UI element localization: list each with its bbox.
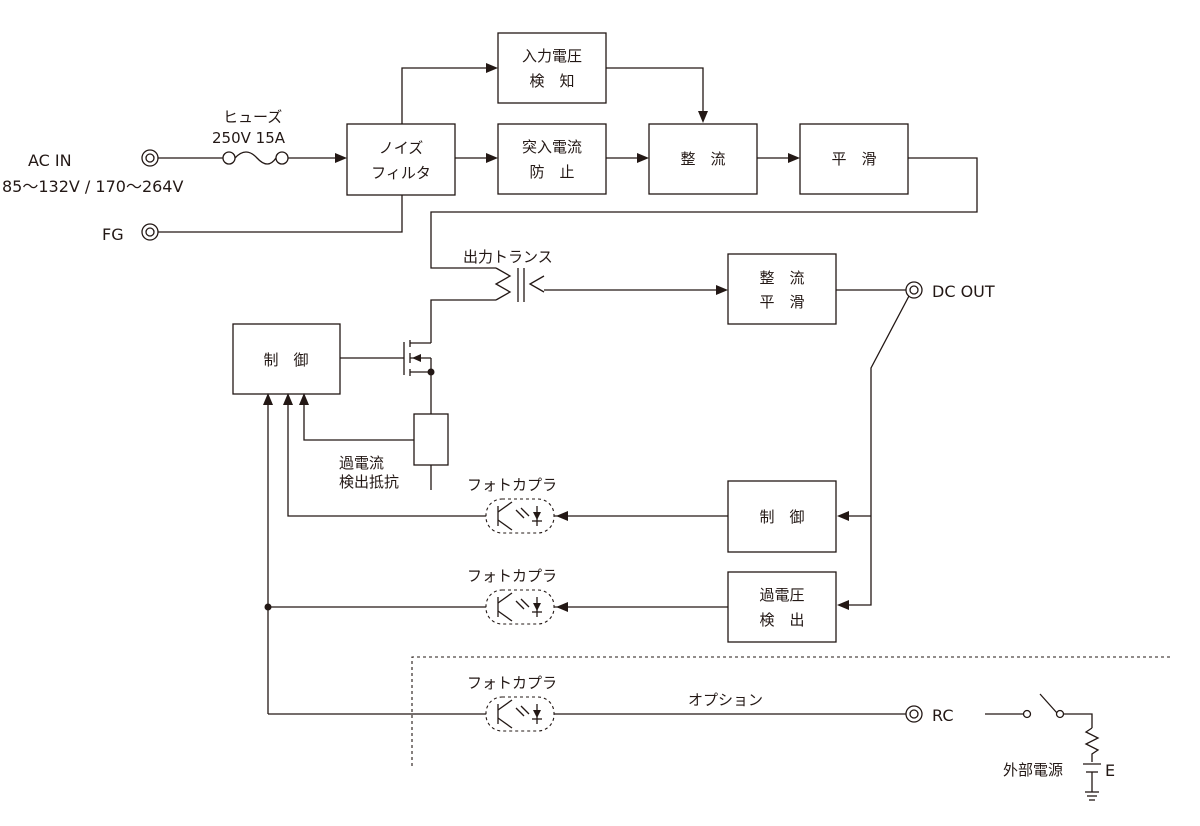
arrow bbox=[486, 153, 498, 163]
wire bbox=[430, 299, 496, 340]
primary-control-block bbox=[232, 323, 341, 395]
junction-dot bbox=[264, 603, 272, 611]
arrow bbox=[837, 511, 849, 521]
wire bbox=[158, 195, 403, 233]
dc-out-terminal bbox=[905, 281, 923, 299]
arrow bbox=[556, 602, 568, 612]
rc-label: RC bbox=[932, 706, 954, 725]
external-battery-symbol bbox=[1083, 763, 1101, 792]
arrow bbox=[299, 393, 309, 405]
input-voltage-detect-block bbox=[497, 32, 607, 104]
rc-terminal bbox=[905, 705, 923, 723]
arrow bbox=[335, 153, 347, 163]
arrow bbox=[837, 600, 849, 610]
fuse-label: ヒューズ bbox=[223, 108, 282, 126]
ground-icon bbox=[1085, 791, 1099, 801]
output-rectifier-label-1: 整 流 bbox=[759, 269, 804, 287]
photocoupler-1-label: フォトカプラ bbox=[467, 476, 557, 494]
primary-control-label: 制 御 bbox=[263, 351, 308, 369]
fg-label: FG bbox=[102, 225, 124, 244]
arrow bbox=[556, 511, 568, 521]
output-transformer-symbol bbox=[494, 267, 545, 302]
wire bbox=[287, 399, 486, 517]
photocoupler-1-symbol bbox=[485, 498, 555, 534]
overcurrent-resistor bbox=[413, 413, 449, 466]
option-label: オプション bbox=[688, 691, 763, 709]
noise-filter-label-1: ノイズ bbox=[379, 139, 424, 157]
rectifier-block bbox=[648, 123, 758, 195]
ac-in-label: AC IN bbox=[28, 151, 72, 170]
arrow bbox=[486, 63, 498, 73]
output-rectifier-label-2: 平 滑 bbox=[759, 293, 804, 311]
arrow bbox=[716, 285, 728, 295]
external-resistor-symbol bbox=[1084, 727, 1100, 762]
arrow bbox=[263, 393, 273, 405]
overvoltage-detect-label-2: 検 出 bbox=[759, 611, 804, 629]
secondary-control-label: 制 御 bbox=[759, 508, 804, 526]
inrush-prevent-block bbox=[497, 123, 607, 195]
arrow bbox=[698, 111, 708, 123]
smoothing-label: 平 滑 bbox=[831, 150, 876, 168]
photocoupler-3-symbol bbox=[485, 696, 555, 732]
option-boundary bbox=[411, 656, 1172, 766]
overvoltage-detect-block bbox=[727, 571, 837, 643]
photocoupler-2-symbol bbox=[485, 589, 555, 625]
output-transformer-label: 出力トランス bbox=[463, 248, 553, 266]
wire bbox=[843, 295, 910, 606]
photocoupler-3-label: フォトカプラ bbox=[467, 674, 557, 692]
ac-in-range: 85～132V / 170～264V bbox=[2, 177, 183, 196]
secondary-control-block bbox=[727, 480, 837, 553]
external-power-e-label: E bbox=[1105, 761, 1115, 780]
wire bbox=[303, 399, 414, 441]
input-voltage-detect-label-1: 入力電圧 bbox=[522, 47, 582, 65]
dc-out-label: DC OUT bbox=[932, 282, 995, 301]
arrow bbox=[283, 393, 293, 405]
noise-filter-label-2: フィルタ bbox=[371, 164, 431, 182]
fg-terminal bbox=[141, 223, 159, 241]
external-power-label: 外部電源 bbox=[1003, 761, 1063, 779]
ac-in-terminal bbox=[141, 149, 159, 167]
inrush-prevent-label-1: 突入電流 bbox=[522, 138, 582, 156]
wire bbox=[606, 67, 704, 117]
photocoupler-2-label: フォトカプラ bbox=[467, 567, 557, 585]
overvoltage-detect-label-1: 過電圧 bbox=[759, 586, 804, 604]
noise-filter-block bbox=[346, 123, 456, 196]
junction-dot bbox=[427, 368, 435, 376]
fuse-rating: 250V 15A bbox=[212, 129, 286, 147]
wire bbox=[430, 157, 978, 269]
smoothing-block bbox=[799, 123, 909, 195]
arrow bbox=[637, 153, 649, 163]
mosfet-symbol bbox=[340, 340, 432, 414]
overcurrent-resistor-label-2: 検出抵抗 bbox=[339, 473, 399, 491]
rectifier-label: 整 流 bbox=[680, 150, 725, 168]
overcurrent-resistor-label-1: 過電流 bbox=[339, 454, 384, 472]
wire bbox=[401, 67, 492, 124]
input-voltage-detect-label-2: 検 知 bbox=[529, 72, 574, 90]
external-switch-symbol bbox=[985, 693, 1093, 728]
arrow bbox=[788, 153, 800, 163]
fuse-symbol bbox=[222, 151, 289, 165]
output-rectifier-block bbox=[727, 253, 837, 325]
inrush-prevent-label-2: 防 止 bbox=[529, 163, 574, 181]
